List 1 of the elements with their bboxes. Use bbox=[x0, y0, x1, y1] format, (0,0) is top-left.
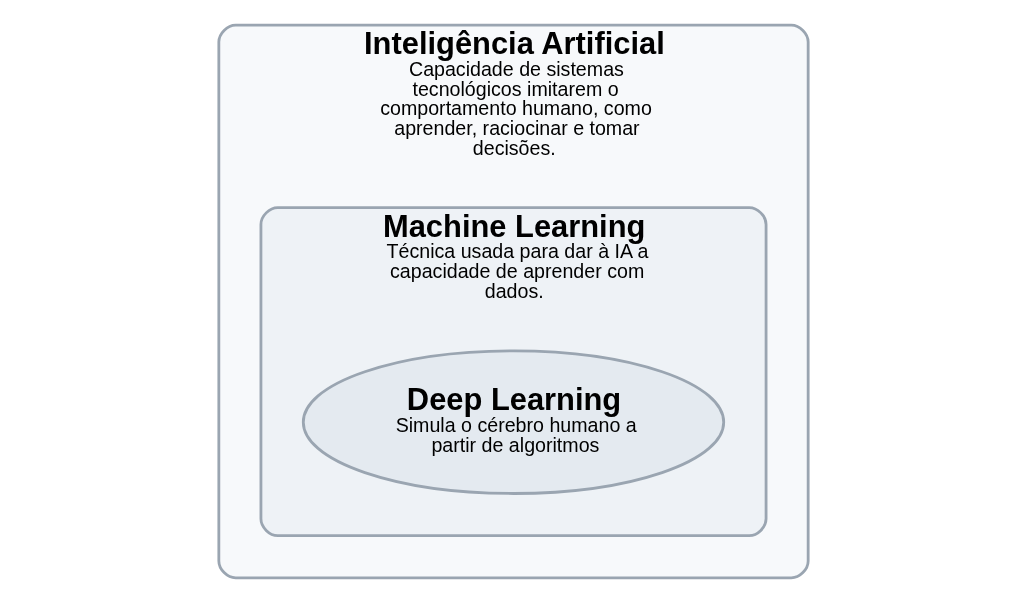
node-ellipse: Deep Learning Simula o cérebro humano a partir de algoritmos bbox=[301, 349, 725, 495]
